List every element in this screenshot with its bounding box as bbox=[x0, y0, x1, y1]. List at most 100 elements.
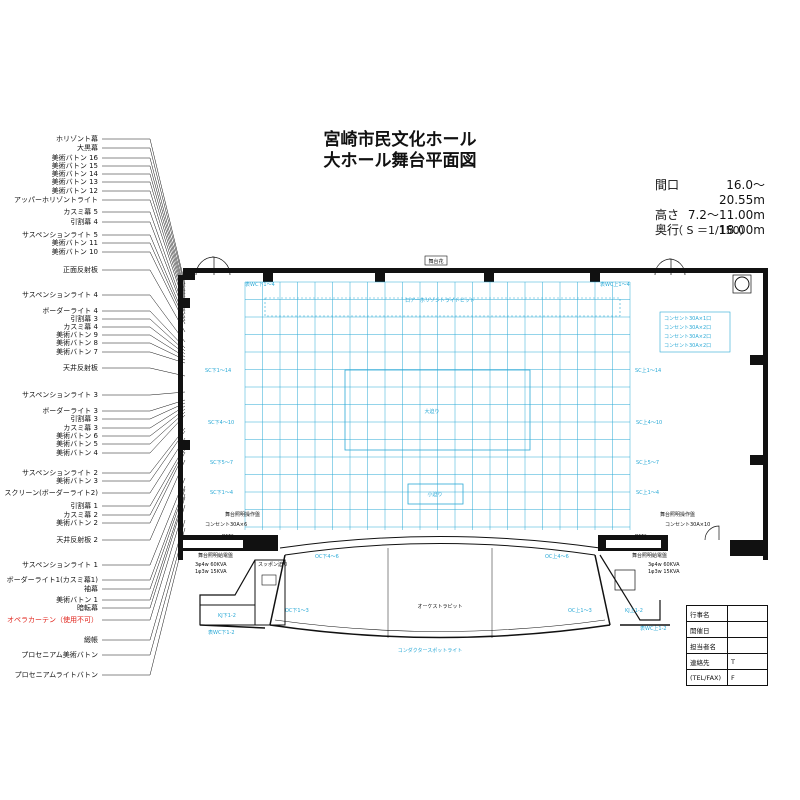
batten-label: 美術バトン 8 bbox=[56, 339, 98, 347]
batten-label: 美術バトン 6 bbox=[56, 432, 98, 440]
leader-line bbox=[102, 459, 186, 541]
batten-label: 天井反射板 2 bbox=[56, 536, 98, 544]
spec-label: 間口 bbox=[655, 178, 680, 192]
right-wall bbox=[763, 268, 768, 560]
batten-label: カスミ幕 5 bbox=[63, 208, 98, 216]
table-value-cell[interactable] bbox=[727, 605, 768, 622]
sc-label: SC上1〜14 bbox=[635, 367, 661, 374]
panel-right-label: 舞台照明操作盤 bbox=[660, 511, 695, 518]
small-lift bbox=[407, 483, 464, 505]
title-line-1: 宮崎市民文化ホール bbox=[323, 130, 477, 150]
spot-seri-box bbox=[261, 574, 277, 586]
wall-pier bbox=[180, 440, 190, 450]
stage-center-label: 舞台花 bbox=[428, 258, 443, 265]
batten-label: 引割幕 1 bbox=[70, 502, 98, 510]
outlet-legend-item: コンセント30A×2口 bbox=[664, 334, 711, 340]
batten-label: 美術バトン 1 bbox=[56, 596, 98, 604]
leader-line bbox=[102, 367, 186, 377]
power-spec: 3φ4w 60KVA bbox=[195, 562, 227, 568]
table-key: (TEL/FAX) bbox=[686, 669, 728, 686]
door-right-lower bbox=[704, 525, 720, 541]
table-value-cell[interactable] bbox=[727, 621, 768, 638]
leader-line bbox=[102, 519, 186, 641]
outlet-legend: コンセント30A×1口 コンセント30A×2口 コンセント30A×2口 コンセン… bbox=[659, 311, 731, 353]
leader-line bbox=[102, 399, 186, 412]
cap-label: 表WC上1-2 bbox=[640, 625, 667, 632]
batten-label: 美術バトン 14 bbox=[51, 170, 98, 178]
oc-label: OC上4〜6 bbox=[545, 553, 569, 560]
leader-line bbox=[102, 402, 186, 420]
batten-label: 引割幕 4 bbox=[70, 218, 98, 226]
batten-label: カスミ幕 2 bbox=[63, 511, 98, 519]
leader-line bbox=[102, 221, 186, 315]
oc-label: OC下1〜3 bbox=[285, 608, 309, 614]
leader-line bbox=[102, 269, 186, 333]
batten-label: 美術バトン 9 bbox=[56, 331, 98, 339]
leader-line bbox=[102, 493, 186, 601]
wall-pier bbox=[484, 270, 494, 282]
stage-grid bbox=[244, 281, 631, 530]
batten-label: ホリゾント幕 bbox=[56, 135, 98, 143]
table-value-cell[interactable]: T bbox=[727, 653, 768, 670]
leader-line bbox=[102, 414, 186, 454]
wall bbox=[599, 554, 661, 621]
leader-line bbox=[102, 157, 186, 292]
batten-label: サスペンションライト 4 bbox=[21, 291, 98, 299]
batten-label: サスペンションライト 1 bbox=[21, 561, 98, 569]
horizon-pit bbox=[264, 297, 621, 317]
table-value-cell[interactable] bbox=[727, 637, 768, 654]
spec-label: 高さ bbox=[655, 208, 680, 222]
spec-value: 18.00m bbox=[718, 223, 765, 237]
batten-label: 美術バトン 2 bbox=[56, 519, 98, 527]
table-value-cell[interactable]: F bbox=[727, 669, 768, 686]
outlet-right-label: コンセント30A×10 bbox=[665, 522, 710, 528]
leader-line bbox=[102, 408, 186, 437]
sc-label: SC下1〜14 bbox=[205, 368, 231, 374]
sc-label: SC上5〜7 bbox=[636, 459, 659, 466]
leader-line bbox=[102, 173, 186, 298]
power-spec: 1φ3w 15KVA bbox=[195, 569, 227, 575]
leader-line bbox=[102, 190, 186, 304]
leader-line bbox=[102, 199, 186, 307]
power-spec: 3φ4w 60KVA bbox=[648, 562, 680, 568]
table-key: 担当者名 bbox=[686, 637, 728, 654]
batten-label: 美術バトン 13 bbox=[51, 178, 98, 186]
leader-line bbox=[102, 427, 186, 474]
leader-line bbox=[102, 165, 186, 295]
main-lift-label: 大迫り bbox=[424, 408, 439, 415]
small-lift-label: 小迫り bbox=[427, 491, 442, 498]
dmx-left-label: DMX bbox=[222, 534, 234, 540]
batten-label: プロセニアムライトバトン bbox=[14, 671, 98, 679]
batten-label: サスペンションライト 3 bbox=[21, 391, 98, 399]
leader-line bbox=[102, 437, 186, 494]
table-row: 開催日 bbox=[686, 621, 768, 638]
leader-line bbox=[102, 445, 186, 507]
stair-box bbox=[732, 274, 752, 294]
batten-label: カスミ幕 4 bbox=[63, 323, 98, 331]
table-key: 行事名 bbox=[686, 605, 728, 622]
left-wall bbox=[178, 275, 183, 560]
leader-lines bbox=[102, 138, 186, 676]
outlet-legend-item: コンセント30A×2口 bbox=[664, 325, 711, 331]
wc-right-label: 表WC上1〜4 bbox=[600, 281, 630, 288]
sc-label: SC下1〜4 bbox=[210, 490, 233, 496]
panel-left-label: 舞台照明操作盤 bbox=[225, 511, 260, 518]
batten-label: スクリーン(ボーダーライト2) bbox=[4, 489, 98, 497]
door-left bbox=[211, 256, 231, 276]
leader-line bbox=[102, 411, 186, 445]
leader-line bbox=[102, 310, 186, 349]
leader-line bbox=[102, 504, 186, 621]
wall bbox=[199, 624, 266, 629]
leader-line bbox=[102, 294, 186, 343]
batten-label: 正面反射板 bbox=[63, 266, 98, 274]
batten-label: 美術バトン 4 bbox=[56, 449, 98, 457]
batten-label: オペラカーテン（使用不可） bbox=[7, 616, 98, 624]
pit-side-right bbox=[594, 554, 611, 626]
leader-line bbox=[102, 326, 186, 355]
batten-label: アッパーホリゾントライト bbox=[14, 196, 98, 204]
